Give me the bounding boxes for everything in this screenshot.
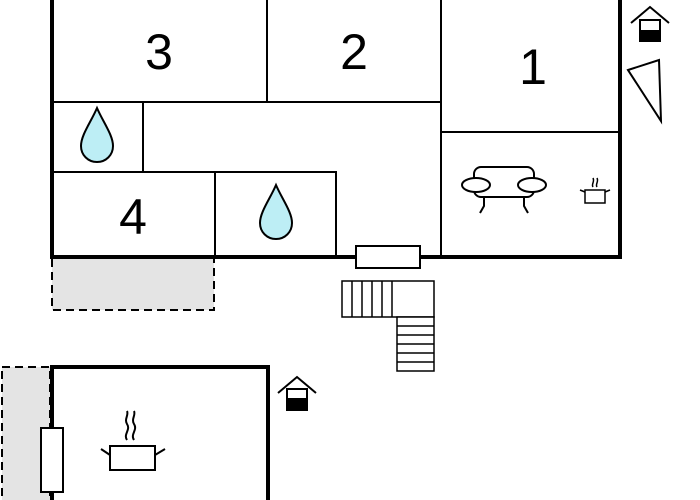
cooking-pot-icon [100,410,166,471]
main-building [50,0,622,259]
terrace [51,259,215,311]
house-entrance-icon [277,375,317,411]
room-label-1: 1 [519,39,547,95]
room-label-4: 4 [119,189,147,245]
entrance-door [355,245,421,269]
water-drop-icon [79,105,115,164]
lower-door [40,427,64,493]
north-arrow-icon [626,58,663,125]
room-label-2: 2 [340,24,368,80]
house-entrance-icon [630,5,670,42]
room-label-3: 3 [145,24,173,80]
water-drop-icon [258,182,294,241]
stairs-icon [341,280,435,372]
lower-building-wall [50,365,270,500]
sofa-icon [461,166,547,214]
cooking-pot-icon [579,177,611,204]
